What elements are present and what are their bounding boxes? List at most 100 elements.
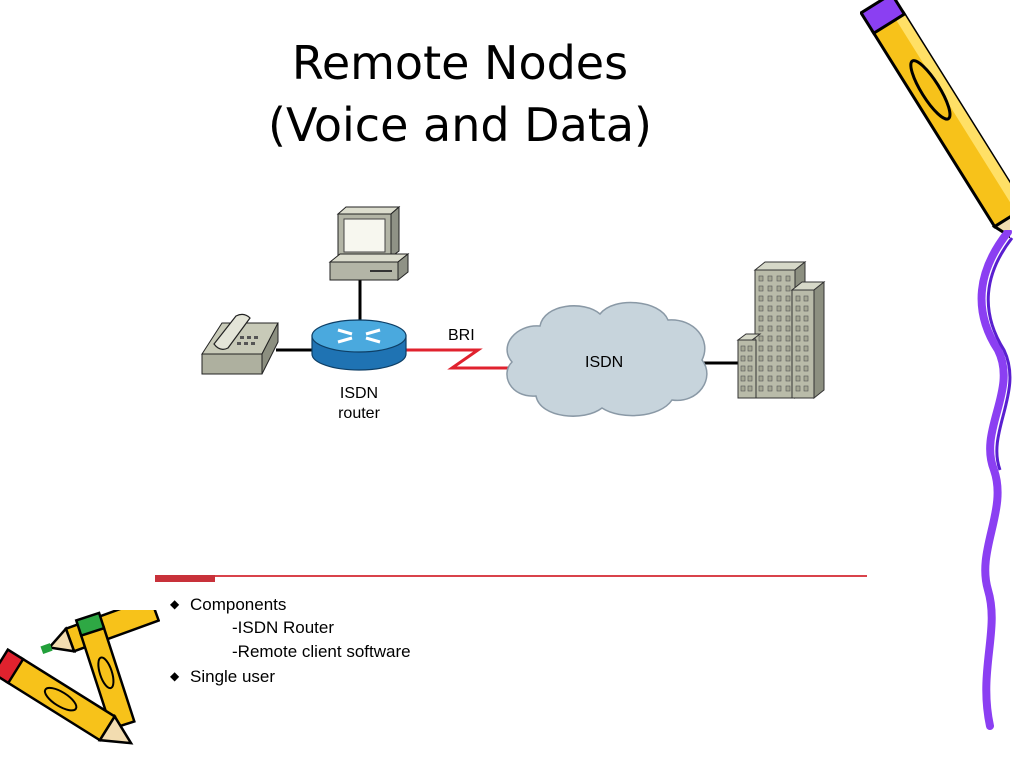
telephone-icon xyxy=(201,313,279,375)
building-window xyxy=(795,315,801,322)
building-window xyxy=(803,335,809,342)
building-window xyxy=(758,315,764,322)
bullet-item-single-user: ◆ Single user xyxy=(170,666,411,690)
router-label: ISDN router xyxy=(320,384,398,424)
building-window xyxy=(740,365,746,372)
building-window xyxy=(767,295,773,302)
building-window xyxy=(785,275,791,282)
building-window xyxy=(795,375,801,382)
isdn-cloud-label: ISDN xyxy=(585,354,624,371)
building-window xyxy=(740,345,746,352)
bullet-list: ◆Components -ISDN Router -Remote client … xyxy=(170,594,411,690)
building-window xyxy=(740,355,746,362)
building-window xyxy=(795,335,801,342)
squiggle-border-icon xyxy=(977,230,1014,730)
building-window xyxy=(758,365,764,372)
building-window xyxy=(776,295,782,302)
divider-accent xyxy=(155,575,215,582)
building-window xyxy=(747,365,753,372)
building-window xyxy=(776,335,782,342)
building-window xyxy=(785,315,791,322)
building-window xyxy=(758,335,764,342)
building-window xyxy=(785,365,791,372)
building-window xyxy=(795,355,801,362)
building-window xyxy=(776,355,782,362)
bri-link-label: BRI xyxy=(448,327,475,344)
building-window xyxy=(803,315,809,322)
building-window xyxy=(785,385,791,392)
divider-line xyxy=(155,575,867,577)
building-window xyxy=(795,305,801,312)
section-divider xyxy=(155,574,867,584)
building-window xyxy=(758,295,764,302)
building-window xyxy=(803,355,809,362)
slide-title-line-1: Remote Nodes xyxy=(291,36,629,90)
building-window xyxy=(767,355,773,362)
building-window xyxy=(767,305,773,312)
building-window xyxy=(758,285,764,292)
building-window xyxy=(776,325,782,332)
router-label-line-1: ISDN xyxy=(339,385,379,402)
sub-bullet-remote-client-software: -Remote client software xyxy=(232,642,411,661)
building-window xyxy=(758,305,764,312)
building-window xyxy=(758,375,764,382)
bullet-text: Single user xyxy=(190,667,276,686)
building-window xyxy=(776,275,782,282)
building-window xyxy=(795,295,801,302)
bri-link xyxy=(406,348,512,370)
building-window xyxy=(795,345,801,352)
building-window xyxy=(767,345,773,352)
building-window xyxy=(767,325,773,332)
building-window xyxy=(776,285,782,292)
building-window xyxy=(747,375,753,382)
building-window xyxy=(803,345,809,352)
building-window xyxy=(740,375,746,382)
slide-title-line-2: (Voice and Data) xyxy=(268,98,652,152)
sub-bullet-isdn-router: -ISDN Router xyxy=(232,618,335,637)
slide-title: Remote Nodes (Voice and Data) xyxy=(160,32,760,156)
building-window xyxy=(785,355,791,362)
computer-icon xyxy=(328,205,410,282)
building-window xyxy=(767,365,773,372)
pencil-icon xyxy=(860,0,1010,250)
building-window xyxy=(767,385,773,392)
building-window xyxy=(776,385,782,392)
building-window xyxy=(776,375,782,382)
building-window xyxy=(803,305,809,312)
crossed-pencils-icon xyxy=(0,610,160,745)
building-window xyxy=(767,375,773,382)
building-window xyxy=(803,385,809,392)
building-window xyxy=(758,355,764,362)
building-window xyxy=(758,385,764,392)
building-window xyxy=(776,305,782,312)
building-window xyxy=(785,335,791,342)
building-window xyxy=(776,365,782,372)
building-window xyxy=(785,345,791,352)
building-window xyxy=(785,375,791,382)
building-window xyxy=(758,275,764,282)
building-window xyxy=(795,385,801,392)
building-window xyxy=(758,345,764,352)
building-window xyxy=(747,345,753,352)
building-window xyxy=(785,295,791,302)
isdn-router-icon xyxy=(311,319,407,371)
building-window xyxy=(767,275,773,282)
building-window xyxy=(803,325,809,332)
building-window xyxy=(776,315,782,322)
building-window xyxy=(767,285,773,292)
building-window xyxy=(767,315,773,322)
diamond-bullet-icon: ◆ xyxy=(170,669,180,683)
building-window xyxy=(776,345,782,352)
building-window xyxy=(747,355,753,362)
building-window xyxy=(785,305,791,312)
building-window xyxy=(785,285,791,292)
office-building-icon xyxy=(736,260,826,400)
building-window xyxy=(758,325,764,332)
building-window xyxy=(747,385,753,392)
building-window xyxy=(767,335,773,342)
bullet-item-components: ◆Components xyxy=(170,594,411,618)
building-window xyxy=(795,365,801,372)
building-window xyxy=(803,365,809,372)
building-window xyxy=(795,325,801,332)
